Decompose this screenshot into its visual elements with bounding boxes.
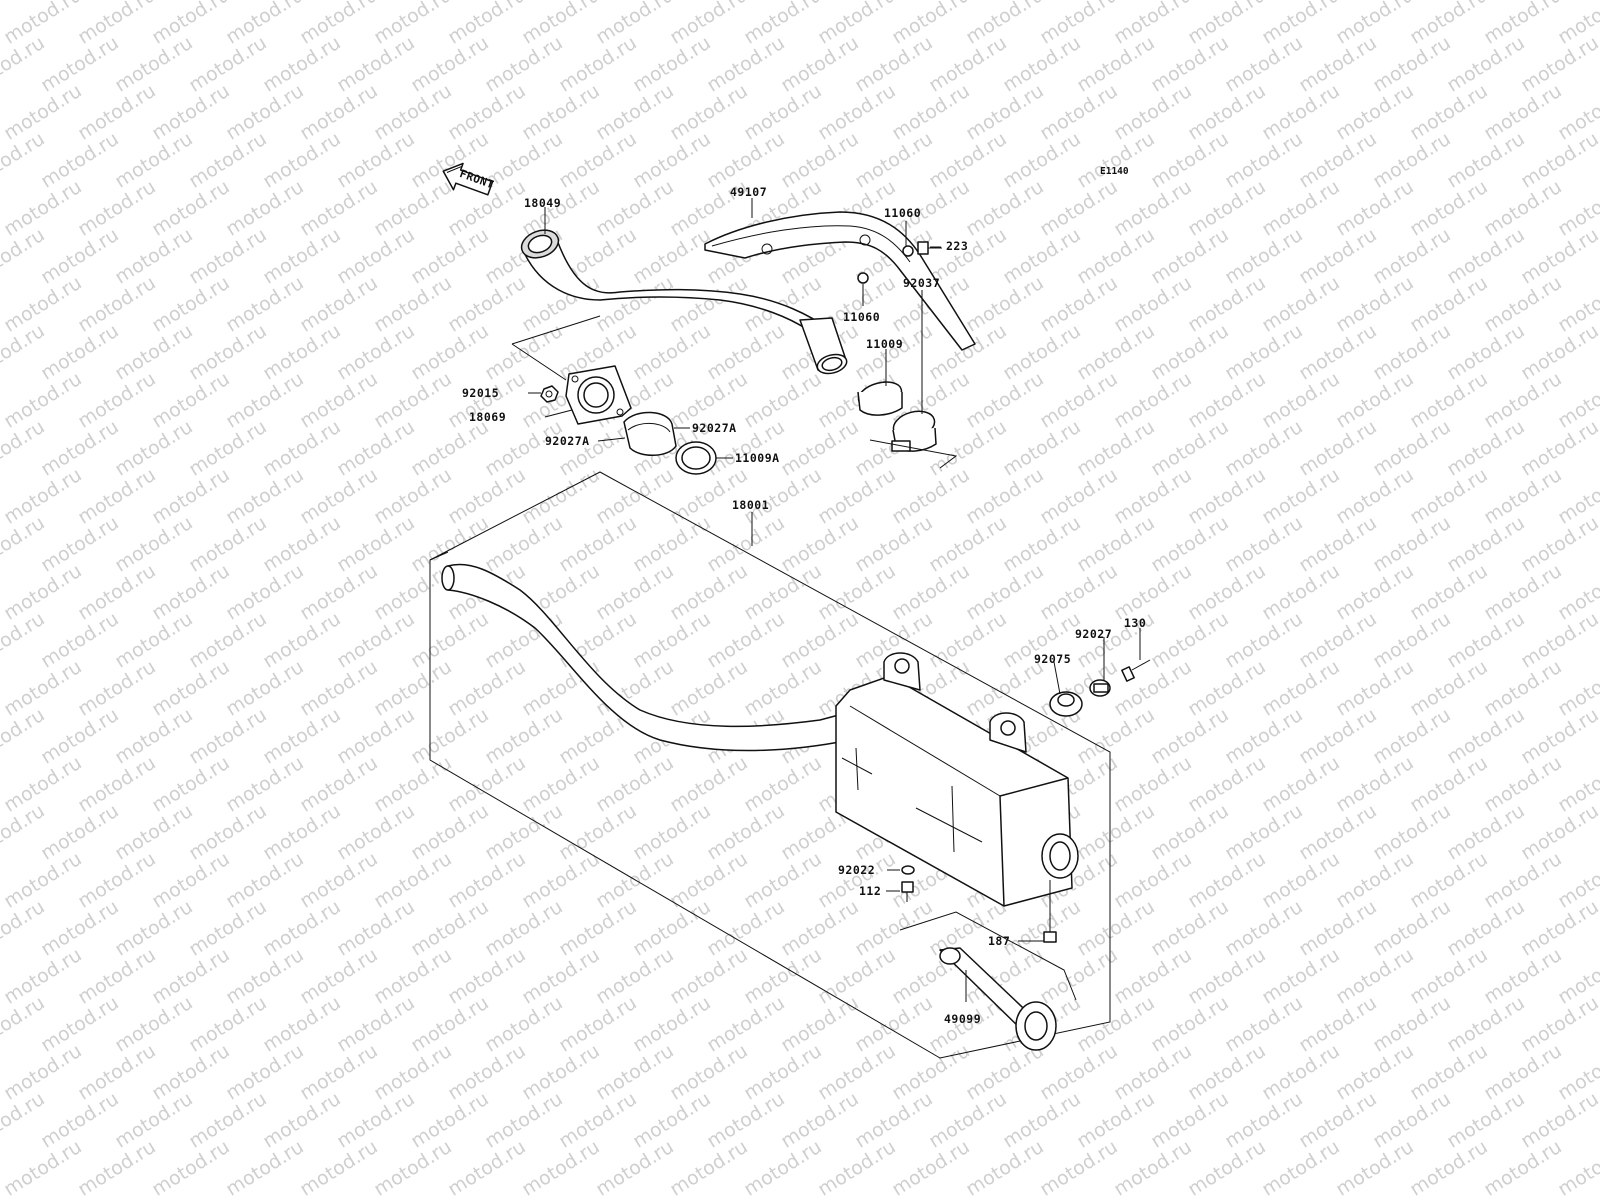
gasket-11009A [675,441,717,475]
part-label-187: 187 [988,934,1011,948]
part-label-49107: 49107 [730,185,768,199]
part-label-92027Ab: 92027A [545,434,590,448]
leader-lines [528,198,1141,1002]
gasket-11009-body [857,391,903,416]
nut-92015 [540,385,559,403]
part-label-92022: 92022 [838,863,876,877]
bolt-187 [1043,880,1057,943]
part-label-11009: 11009 [866,337,904,351]
part-label-18001: 18001 [732,498,770,512]
part-label-112: 112 [859,884,882,898]
part-label-92027Aa: 92027A [692,421,737,435]
part-label-18049: 18049 [524,196,562,210]
part-label-92027: 92027 [1075,627,1113,641]
collar-92027A [623,411,677,456]
muffler-bracket-lines [429,471,1111,1059]
bolt-112 [901,881,914,902]
collar-92027 [1089,679,1111,697]
part-label-92015: 92015 [462,386,500,400]
muffler-18001 [441,563,1079,907]
part-label-11060b: 11060 [843,310,881,324]
washer-11060-a [902,245,914,257]
part-label-223: 223 [946,239,969,253]
part-label-11060a: 11060 [884,206,922,220]
clamp-92037 [891,410,937,452]
part-label-11009A: 11009A [735,451,780,465]
damper-92075 [1049,691,1083,717]
bolt-223 [917,241,942,255]
header-pipe-18049 [520,229,848,375]
washer-11060-b [857,272,869,284]
bolt-130 [1121,659,1151,682]
part-label-92037: 92037 [903,276,941,290]
diagram-code: E1140 [1100,166,1129,177]
part-label-49099: 49099 [944,1012,982,1026]
part-label-18069: 18069 [469,410,507,424]
part-label-92075: 92075 [1034,652,1072,666]
flange-18069 [565,365,632,425]
part-label-130: 130 [1124,616,1147,630]
front-arrow-icon [442,162,494,196]
spark-arrester-49099 [899,911,1077,1051]
washer-92022 [901,865,915,875]
